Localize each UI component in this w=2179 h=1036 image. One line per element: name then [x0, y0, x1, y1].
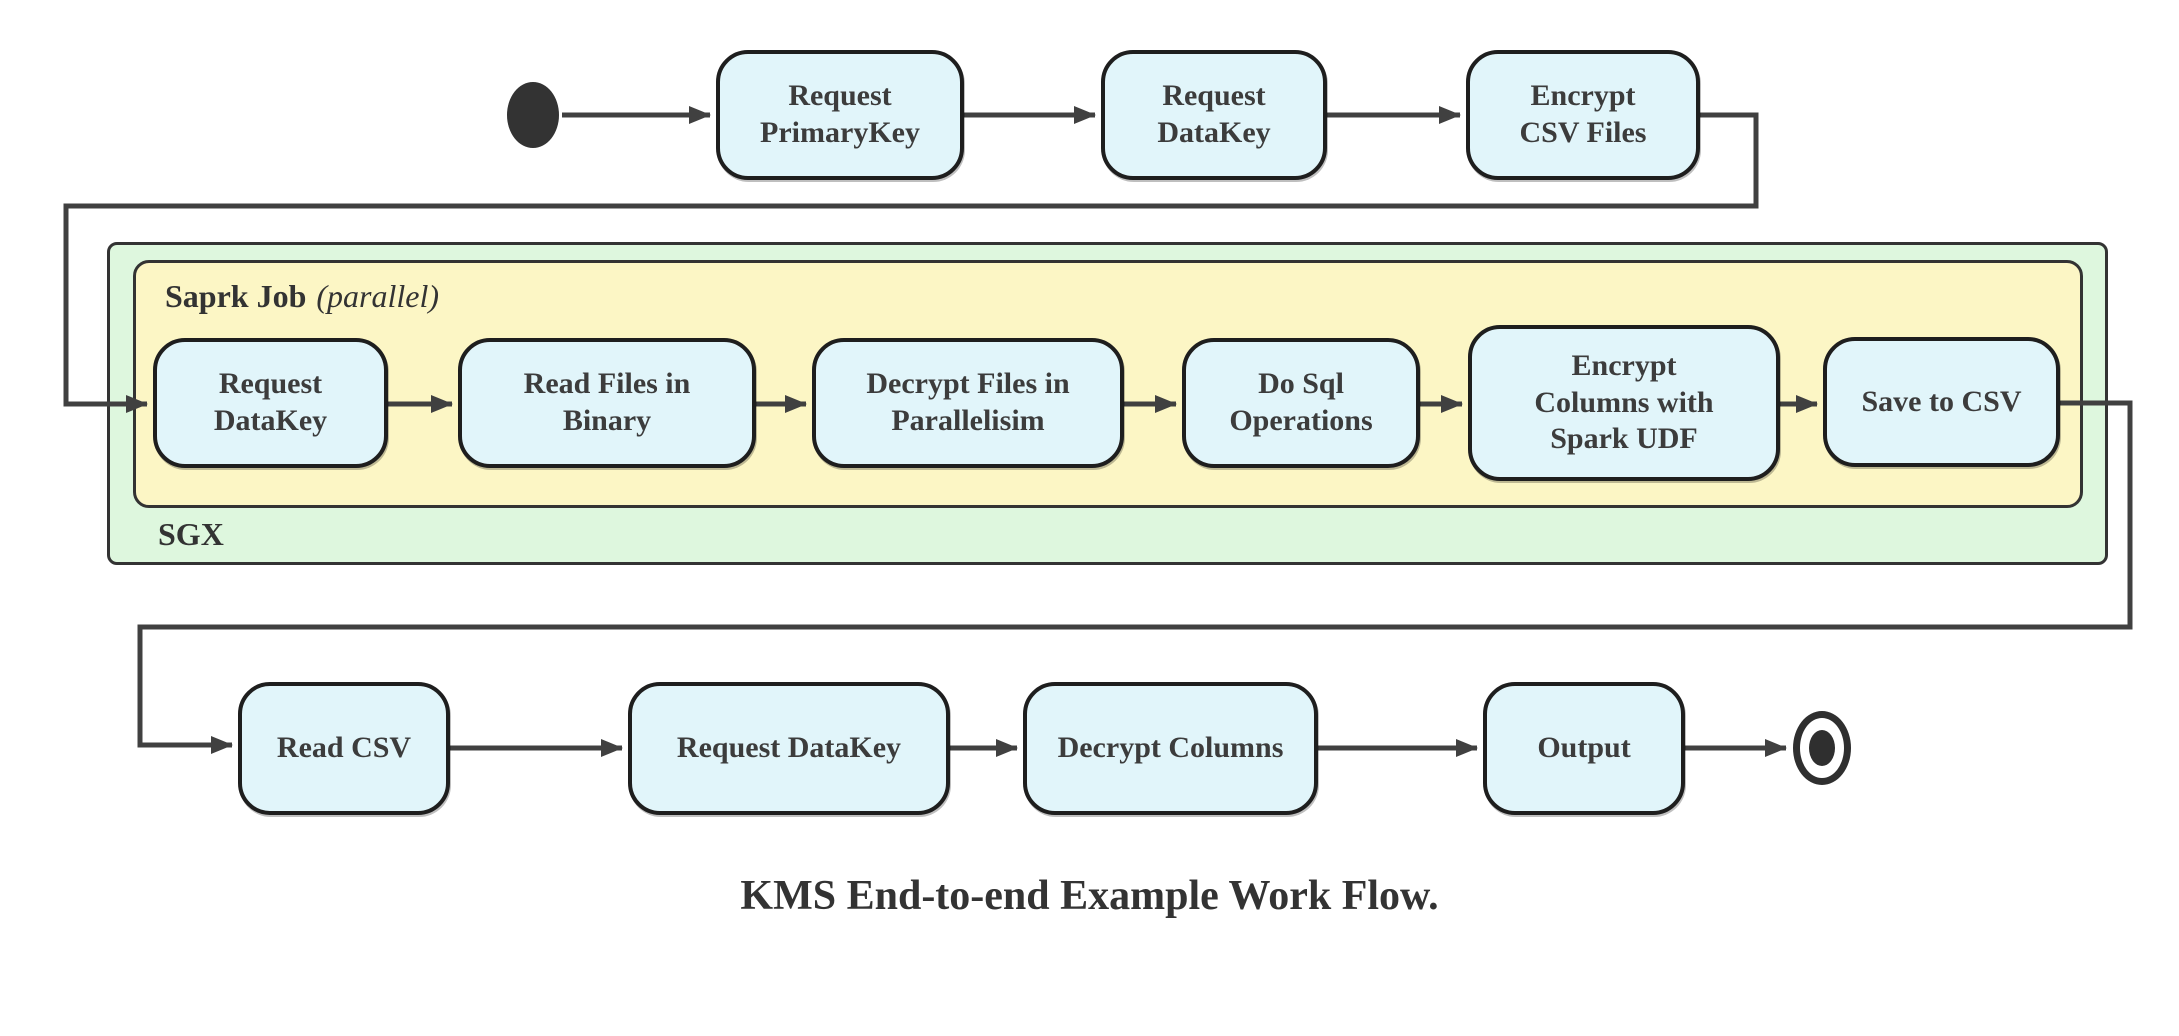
node-label: Decrypt Columns: [1057, 731, 1284, 765]
node-label: Request DataKey: [1157, 79, 1271, 149]
node-label: Read Files in Binary: [523, 367, 691, 437]
spark-job-group-label: Saprk Job(parallel): [165, 278, 439, 315]
spark-job-label-text: Saprk Job: [165, 278, 307, 314]
node-request-datakey-sgx: Request DataKey: [153, 338, 388, 468]
sgx-group-label: SGX: [158, 516, 224, 552]
node-label: Request DataKey: [676, 731, 902, 765]
node-label: Save to CSV: [1861, 384, 2022, 418]
node-label: Do Sql Operations: [1229, 367, 1373, 437]
node-request-datakey-top: Request DataKey: [1101, 50, 1327, 180]
node-label: Request PrimaryKey: [760, 79, 920, 149]
edge-save-csv-to-read-csv: [137, 400, 2133, 754]
node-do-sql-operations: Do Sql Operations: [1182, 338, 1420, 468]
node-decrypt-files-in-parallelisim: Decrypt Files in Parallelisim: [812, 338, 1124, 468]
node-label: Encrypt Columns with Spark UDF: [1534, 349, 1714, 456]
node-label: Decrypt Files in Parallelisim: [866, 367, 1070, 437]
node-request-primarykey: Request PrimaryKey: [716, 50, 964, 180]
node-encrypt-columns-with-spark-udf: Encrypt Columns with Spark UDF: [1468, 325, 1780, 481]
edge-encrypt-csv-to-sgx-request-datakey: [63, 112, 1759, 413]
node-encrypt-csv-files: Encrypt CSV Files: [1466, 50, 1700, 180]
end-node-inner-dot: [1809, 730, 1835, 766]
node-read-files-in-binary: Read Files in Binary: [458, 338, 756, 468]
node-label: Read CSV: [276, 731, 412, 765]
node-save-to-csv: Save to CSV: [1823, 337, 2060, 467]
start-node: [507, 82, 559, 148]
diagram-caption: KMS End-to-end Example Work Flow.: [740, 873, 1439, 919]
node-output: Output: [1483, 682, 1685, 815]
node-label: Request DataKey: [213, 367, 328, 437]
node-decrypt-columns: Decrypt Columns: [1023, 682, 1318, 815]
node-request-datakey-bottom: Request DataKey: [628, 682, 950, 815]
node-label: Encrypt CSV Files: [1519, 79, 1647, 149]
node-label: Output: [1537, 731, 1631, 765]
node-read-csv: Read CSV: [238, 682, 450, 815]
end-node: [1793, 711, 1851, 785]
spark-job-parallel-label: (parallel): [316, 278, 440, 314]
